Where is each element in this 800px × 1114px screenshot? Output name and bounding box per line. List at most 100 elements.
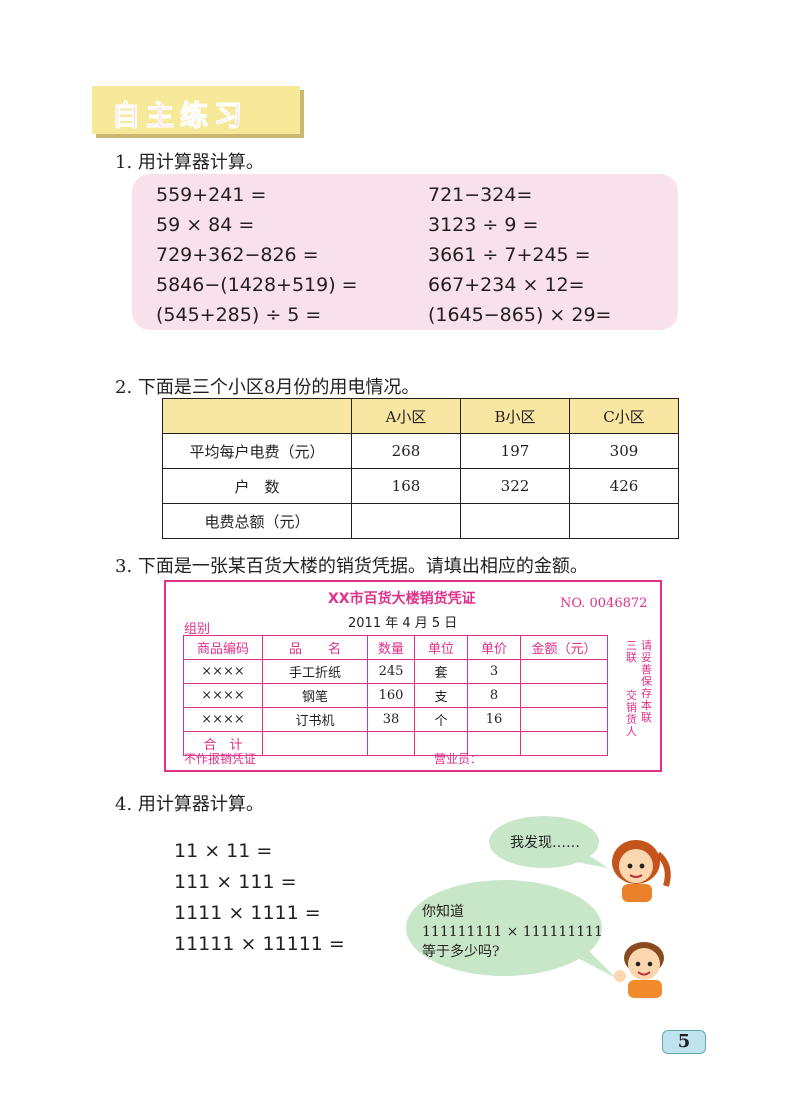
receipt-cell: 160 [367, 683, 415, 708]
receipt-side-note: 请妥善保存本联 [641, 639, 652, 724]
table-cell: 电费总额（元） [162, 503, 352, 539]
receipt-group-label: 组别 [184, 622, 211, 637]
bubble-2-line: 你知道 [422, 904, 464, 920]
receipt-cell: 订书机 [262, 707, 368, 732]
receipt-header-cell: 金额（元） [520, 635, 608, 660]
section-title: 自主练习 [111, 99, 249, 133]
amount-cell[interactable] [520, 707, 608, 732]
receipt-table: 商品编码 品 名 数量 单位 单价 金额（元） ×××× 手工折纸 245 套 … [183, 635, 608, 756]
receipt-cell: 3 [467, 659, 521, 684]
receipt-side-copy: 三联 [626, 639, 637, 664]
receipt-row: ×××× 钢笔 160 支 8 [183, 683, 608, 708]
calc-right-column: 721−324= 3123 ÷ 9 = 3661 ÷ 7+245 = 667+2… [428, 180, 611, 330]
calc-expression: 667+234 × 12= [428, 274, 585, 296]
table-cell: 197 [460, 433, 570, 469]
receipt-cell: 16 [467, 707, 521, 732]
receipt-title: XX市百货大楼销货凭证 [328, 591, 476, 607]
calc-expression: 559+241 = [156, 184, 267, 206]
question-2-title: 2. 下面是三个小区8月份的用电情况。 [115, 377, 420, 398]
receipt-cell: 38 [367, 707, 415, 732]
question-4-title: 4. 用计算器计算。 [115, 794, 264, 815]
receipt-cell: 支 [414, 683, 468, 708]
receipt-cell [367, 731, 415, 756]
bubble-2-text: 你知道 111111111 × 111111111 等于多少吗? [422, 902, 603, 962]
receipt-header-cell: 数量 [367, 635, 415, 660]
calc-expression: (545+285) ÷ 5 = [156, 304, 322, 326]
table-cell: 426 [569, 468, 679, 504]
receipt-header-cell: 商品编码 [183, 635, 263, 660]
receipt-cell: ×××× [183, 683, 263, 708]
electricity-table: A小区 B小区 C小区 平均每户电费（元） 268 197 309 户 数 16… [162, 398, 679, 539]
receipt-row: ×××× 订书机 38 个 16 [183, 707, 608, 732]
table-cell: 平均每户电费（元） [162, 433, 352, 469]
calc-left-column: 559+241 = 59 × 84 = 729+362−826 = 5846−(… [156, 180, 358, 330]
receipt-cell [262, 731, 368, 756]
receipt-total-label: 合 计 [183, 731, 263, 756]
receipt-cell: ×××× [183, 707, 263, 732]
calc-expression: 111 × 111 = [174, 871, 297, 893]
receipt-cell [467, 731, 521, 756]
bubble-2-line: 等于多少吗? [422, 944, 500, 960]
table-cell: 户 数 [162, 468, 352, 504]
speech-bubble-2 [406, 880, 616, 978]
answer-cell[interactable] [460, 503, 570, 539]
receipt-cell: 手工折纸 [262, 659, 368, 684]
calc-expression: 3123 ÷ 9 = [428, 214, 539, 236]
bubble-1-text: 我发现…… [510, 835, 580, 851]
table-header-cell [162, 398, 352, 434]
girl-illustration [612, 840, 671, 902]
calc-expression: 729+362−826 = [156, 244, 319, 266]
calculation-box [132, 174, 678, 330]
table-header-cell: B小区 [460, 398, 570, 434]
table-row: 平均每户电费（元） 268 197 309 [162, 433, 679, 469]
table-header-cell: A小区 [351, 398, 461, 434]
section-banner: 自主练习 [92, 86, 300, 134]
table-cell: 322 [460, 468, 570, 504]
table-cell: 309 [569, 433, 679, 469]
boy-illustration [614, 942, 664, 998]
receipt-cell: 套 [414, 659, 468, 684]
receipt-date: 2011 年 4 月 5 日 [348, 616, 458, 631]
answer-cell[interactable] [351, 503, 461, 539]
receipt-header-cell: 单位 [414, 635, 468, 660]
table-row: 户 数 168 322 426 [162, 468, 679, 504]
receipt-footer-right: 营业员： [434, 752, 483, 766]
table-row: 电费总额（元） [162, 503, 679, 539]
receipt-cell: 245 [367, 659, 415, 684]
amount-cell[interactable] [520, 683, 608, 708]
calc-expression: 721−324= [428, 184, 533, 206]
table-header-row: A小区 B小区 C小区 [162, 398, 679, 434]
receipt-cell [414, 731, 468, 756]
receipt-header-row: 商品编码 品 名 数量 单位 单价 金额（元） [183, 635, 608, 660]
calc-expression: 59 × 84 = [156, 214, 255, 236]
question-3-title: 3. 下面是一张某百货大楼的销货凭据。请填出相应的金额。 [115, 556, 588, 577]
receipt-cell: ×××× [183, 659, 263, 684]
calc-expression: 3661 ÷ 7+245 = [428, 244, 591, 266]
q4-expressions: 11 × 11 = 111 × 111 = 1111 × 1111 = 1111… [174, 836, 345, 960]
answer-cell[interactable] [569, 503, 679, 539]
receipt-footer-left: 不作报销凭证 [184, 752, 257, 766]
calc-expression: (1645−865) × 29= [428, 304, 612, 326]
receipt-header-cell: 单价 [467, 635, 521, 660]
receipt-row: ×××× 手工折纸 245 套 3 [183, 659, 608, 684]
calc-expression: 11 × 11 = [174, 840, 273, 862]
receipt-side-recipient: 交销货人 [626, 689, 637, 738]
amount-cell[interactable] [520, 731, 608, 756]
speech-bubble-1 [489, 816, 608, 868]
receipt-total-row: 合 计 [183, 731, 608, 756]
receipt-cell: 8 [467, 683, 521, 708]
question-1-title: 1. 用计算器计算。 [115, 152, 264, 173]
calc-expression: 11111 × 11111 = [174, 933, 345, 955]
receipt-cell: 钢笔 [262, 683, 368, 708]
page-number: 5 [662, 1030, 706, 1054]
receipt-header-cell: 品 名 [262, 635, 368, 660]
sales-receipt [164, 580, 662, 772]
table-cell: 168 [351, 468, 461, 504]
receipt-number: NO. 0046872 [560, 596, 648, 611]
calc-expression: 1111 × 1111 = [174, 902, 321, 924]
calc-expression: 5846−(1428+519) = [156, 274, 358, 296]
table-header-cell: C小区 [569, 398, 679, 434]
amount-cell[interactable] [520, 659, 608, 684]
bubble-2-line: 111111111 × 111111111 [422, 924, 603, 940]
receipt-cell: 个 [414, 707, 468, 732]
